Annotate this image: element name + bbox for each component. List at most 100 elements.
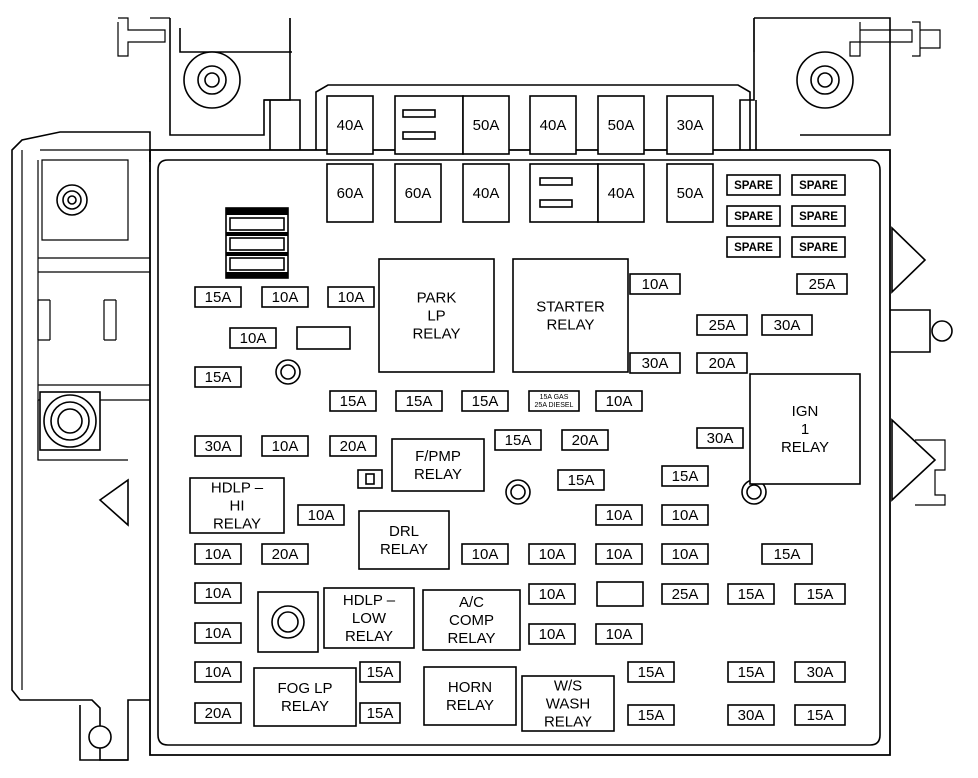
fuse-label: 30A <box>677 117 704 134</box>
fuse-label: SPARE <box>799 242 838 254</box>
relay-outline <box>189 477 285 534</box>
fuse-label: 25A <box>709 317 736 334</box>
relay-outline <box>323 587 415 649</box>
fuse: 10A <box>595 543 643 565</box>
fuse-outline <box>791 174 846 196</box>
fuse-outline <box>629 273 681 295</box>
relay-outline <box>521 675 615 732</box>
fuse: 10A <box>194 622 242 644</box>
fuse-label: 10A <box>205 546 232 563</box>
fuse-label: 15A <box>205 289 232 306</box>
fuse-outline <box>359 702 401 724</box>
fuse-label: SPARE <box>734 242 773 254</box>
relay-label: HORN <box>448 679 492 696</box>
fuse: 20A <box>261 543 309 565</box>
fuse-label: 10A <box>672 546 699 563</box>
fuse: 15A <box>627 704 675 726</box>
fuse-outline <box>194 622 242 644</box>
fuse-label: 10A <box>606 626 633 643</box>
fuse-label: 60A <box>337 185 364 202</box>
fuse-label: 30A <box>707 430 734 447</box>
fuse-label: 20A <box>709 355 736 372</box>
fuse-outline <box>726 205 781 227</box>
fuse-outline <box>326 163 374 223</box>
fuse: 10A <box>595 504 643 526</box>
relay-outline <box>422 589 521 651</box>
fuse-outline <box>726 236 781 258</box>
fuse: 25A <box>796 273 848 295</box>
fuse: 10A <box>595 390 643 412</box>
fuse-outline <box>597 163 645 223</box>
fuse-outline <box>597 95 645 155</box>
relay-outline <box>358 510 450 570</box>
fuse-label: 10A <box>606 507 633 524</box>
fuse-outline <box>194 543 242 565</box>
fuse-outline <box>696 352 748 374</box>
relay-label: PARK <box>417 290 457 307</box>
fuse-label: 30A <box>642 355 669 372</box>
fuse-label: 10A <box>539 546 566 563</box>
fuse-outline <box>229 327 277 349</box>
spare-fuse: SPARE <box>726 236 781 258</box>
fuse-outline <box>627 661 675 683</box>
fuse-label: 15A <box>638 664 665 681</box>
fuse-outline <box>261 435 309 457</box>
fuse-outline <box>726 174 781 196</box>
fuse-outline <box>595 543 643 565</box>
fuse-outline <box>462 95 510 155</box>
mount-hole-icon <box>88 725 112 749</box>
relay-label: RELAY <box>213 516 261 533</box>
fuse: 15A <box>359 661 401 683</box>
fuse: 50A <box>666 163 714 223</box>
fuse-outline <box>595 504 643 526</box>
fuse-outline <box>727 583 775 605</box>
fuse-outline <box>595 390 643 412</box>
fuse: 50A <box>462 95 510 155</box>
fuse: 15A <box>794 704 846 726</box>
fuse: 30A <box>761 314 813 336</box>
fuse: 15A <box>761 543 813 565</box>
fuse-label: 50A <box>473 117 500 134</box>
fuse: 60A <box>326 163 374 223</box>
relay-label: IGN <box>792 403 819 420</box>
fuse-outline <box>727 661 775 683</box>
fuse: 20A <box>329 435 377 457</box>
fuse-outline <box>261 543 309 565</box>
fuse-label: 20A <box>205 705 232 722</box>
fuse-label: 15A <box>807 707 834 724</box>
fuse-label: 10A <box>606 546 633 563</box>
fuse: 30A <box>696 427 744 449</box>
fuse: 30A <box>194 435 242 457</box>
fuse-outline <box>761 314 813 336</box>
fuse: 15A <box>461 390 509 412</box>
fuse-outline <box>528 543 576 565</box>
fuse-label: 40A <box>473 185 500 202</box>
fuse: 20A <box>561 429 609 451</box>
fuse-label: 15A <box>738 586 765 603</box>
fuse-label: 10A <box>205 664 232 681</box>
fuse-outline <box>761 543 813 565</box>
fuse-outline <box>794 583 846 605</box>
fuse-label: 15A <box>638 707 665 724</box>
fuse-label: 25A DIESEL <box>535 402 574 409</box>
fuse: 20A <box>194 702 242 724</box>
fuse-outline <box>666 163 714 223</box>
fuse-outline <box>194 582 242 604</box>
fuse: 10A <box>595 623 643 645</box>
fuse-label: 10A <box>205 625 232 642</box>
fuse-label: 10A <box>539 626 566 643</box>
fuse-label: 10A <box>205 585 232 602</box>
fuse-outline <box>561 429 609 451</box>
fuse-outline <box>529 95 577 155</box>
relay-label: STARTER <box>536 299 605 316</box>
fuse: 10A <box>261 435 309 457</box>
spare-fuse: SPARE <box>726 174 781 196</box>
fuse: 30A <box>629 352 681 374</box>
fuse-label: 30A <box>205 438 232 455</box>
fuse: 15A <box>727 661 775 683</box>
